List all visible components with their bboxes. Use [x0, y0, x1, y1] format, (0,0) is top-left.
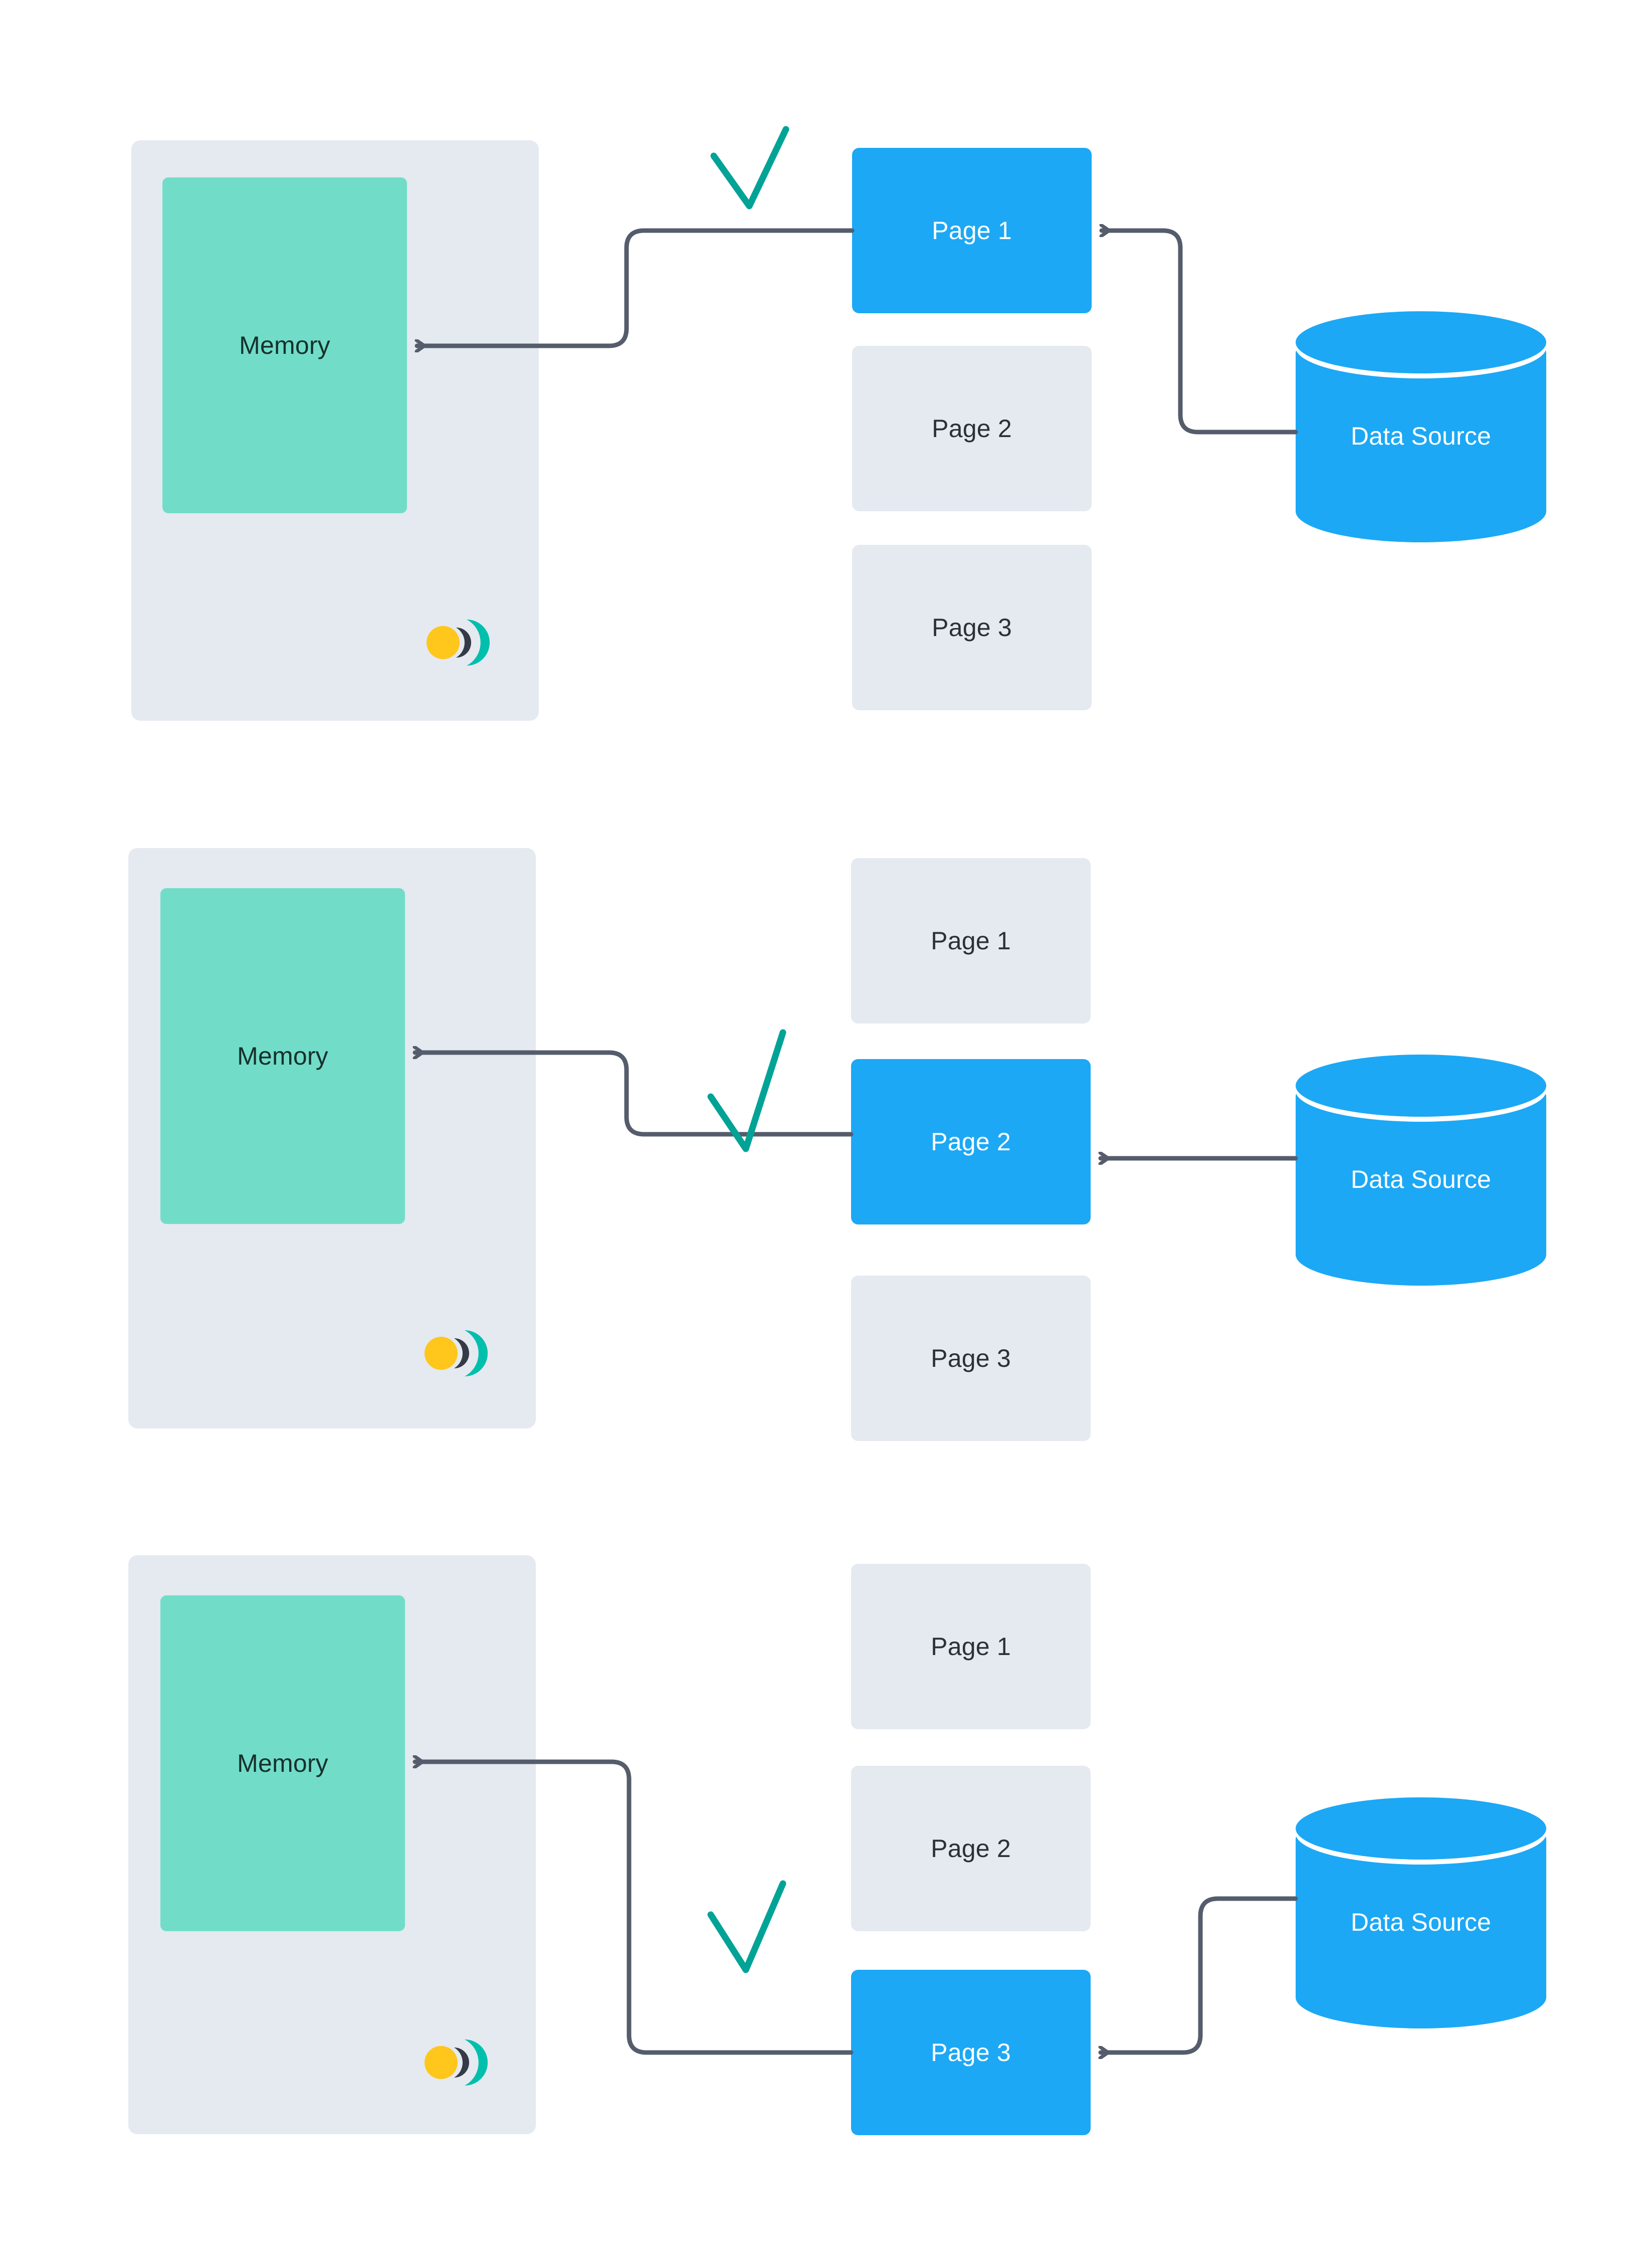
- data-source-cylinder[interactable]: [1296, 1055, 1546, 1286]
- connector-page-to-memory: [412, 1053, 854, 1137]
- data-source-cylinder[interactable]: [1296, 1797, 1546, 2028]
- page-box-idle[interactable]: [851, 1766, 1091, 1931]
- brand-logo: [425, 2039, 488, 2086]
- step-3-group: [128, 1555, 1546, 2135]
- connector-source-to-page: [1099, 231, 1298, 435]
- checkmark-icon: [707, 1029, 786, 1152]
- logo-yellow-dot: [425, 2046, 458, 2079]
- step-2-group: [128, 848, 1546, 1441]
- logo-yellow-dot: [425, 1337, 458, 1370]
- brand-logo: [427, 620, 490, 666]
- brand-logo: [425, 1330, 488, 1376]
- page-box-active[interactable]: [851, 1059, 1091, 1224]
- memory-block: [162, 177, 407, 513]
- checkmark-icon: [710, 126, 789, 210]
- page-box-active[interactable]: [851, 1970, 1091, 2135]
- page-box-idle[interactable]: [851, 1276, 1091, 1441]
- page-box-idle[interactable]: [851, 1564, 1091, 1729]
- memory-block: [160, 1595, 405, 1931]
- logo-yellow-dot: [427, 626, 460, 659]
- checkmark-icon: [707, 1880, 786, 1973]
- connector-source-to-page: [1098, 1896, 1298, 2052]
- page-box-idle[interactable]: [852, 545, 1092, 710]
- memory-block: [160, 888, 405, 1224]
- page-box-active[interactable]: [852, 148, 1092, 313]
- connector-page-to-memory: [412, 1762, 854, 2055]
- connector-page-to-memory: [415, 228, 855, 346]
- step-1-group: [131, 126, 1546, 721]
- data-source-cylinder[interactable]: [1296, 311, 1546, 542]
- page-box-idle[interactable]: [851, 858, 1091, 1023]
- page-box-idle[interactable]: [852, 346, 1092, 511]
